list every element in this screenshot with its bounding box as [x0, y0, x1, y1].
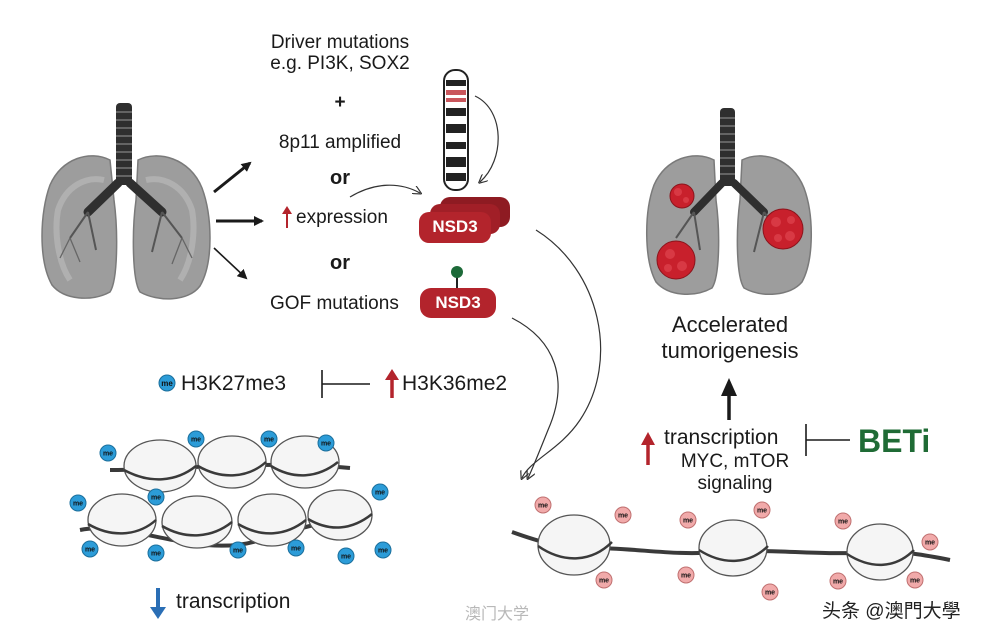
beti-inhibition-symbol: [805, 424, 850, 456]
arrow-stack-to-chromatin: [522, 229, 602, 478]
or-label-1: or: [330, 167, 350, 189]
chromosome-icon: [443, 69, 469, 191]
svg-text:me: me: [757, 508, 767, 515]
svg-text:me: me: [103, 451, 113, 458]
svg-text:me: me: [833, 579, 843, 586]
svg-text:me: me: [291, 546, 301, 553]
me-blue-tags: me me me me me me me me me me me me me: [69, 430, 392, 565]
amplified-label: 8p11 amplified: [278, 132, 402, 153]
transcription-up-label: transcription: [664, 426, 779, 449]
signaling-label: signaling: [697, 473, 773, 494]
beti-label: BETi: [858, 423, 931, 459]
down-arrow-transcription-icon: [150, 588, 166, 619]
h3k27me3-label: H3K27me3: [181, 372, 287, 395]
svg-text:me: me: [233, 548, 243, 555]
plus-label: +: [334, 92, 346, 113]
driver-mutations-label: Driver mutations: [270, 32, 410, 53]
up-arrow-h3k36me2-icon: [385, 369, 399, 398]
inhibition-symbol: [321, 370, 370, 398]
svg-text:me: me: [683, 518, 693, 525]
svg-text:me: me: [151, 495, 161, 502]
svg-text:me: me: [681, 573, 691, 580]
svg-text:me: me: [161, 379, 173, 388]
svg-text:me: me: [925, 540, 935, 547]
up-arrow-tumorigenesis-icon: [721, 378, 737, 420]
gof-mutations-label: GOF mutations: [270, 293, 399, 314]
nsd3-gof-label: NSD3: [435, 293, 481, 312]
svg-text:me: me: [599, 578, 609, 585]
svg-text:me: me: [191, 437, 201, 444]
svg-text:me: me: [910, 578, 920, 585]
watermark-right: 头条 @澳門大學: [822, 601, 961, 622]
open-chromatin-illustration: me me me me me me me me me me me: [511, 496, 951, 601]
arrow-gof-to-chromatin: [511, 317, 559, 478]
compact-chromatin-illustration: me me me me me me me me me me me me me: [69, 430, 392, 565]
up-arrow-transcription-icon: [641, 432, 655, 465]
me-pink-tags: me me me me me me me me me me me: [534, 496, 939, 601]
transcription-down-label: transcription: [176, 590, 291, 613]
myc-mtor-label: MYC, mTOR: [680, 451, 790, 472]
driver-examples-label: e.g. PI3K, SOX2: [270, 53, 410, 74]
svg-text:me: me: [765, 590, 775, 597]
nsd3-stack-icon: [419, 197, 510, 243]
svg-text:me: me: [321, 441, 331, 448]
expression-label: expression: [296, 207, 388, 228]
svg-text:me: me: [341, 554, 351, 561]
svg-text:me: me: [85, 547, 95, 554]
svg-text:me: me: [838, 519, 848, 526]
arrow-to-amplified: [213, 161, 252, 194]
tumor-lungs-illustration: [645, 108, 812, 295]
nsd3-stack-label: NSD3: [432, 217, 478, 236]
h3k36me2-label: H3K36me2: [402, 372, 508, 395]
arrow-chromosome-to-nsd3: [474, 95, 499, 182]
svg-text:me: me: [538, 503, 548, 510]
svg-text:me: me: [375, 490, 385, 497]
arrow-to-gof: [213, 247, 248, 280]
arrow-expression-to-nsd3: [349, 184, 420, 198]
me-blue-legend-icon: me: [158, 374, 176, 392]
svg-text:me: me: [73, 501, 83, 508]
healthy-lungs-illustration: [41, 103, 211, 300]
svg-text:me: me: [378, 548, 388, 555]
watermark-left: 澳门大学: [465, 606, 530, 623]
accelerated-label: Accelerated: [671, 312, 789, 337]
tumorigenesis-label: tumorigenesis: [661, 338, 799, 363]
svg-text:me: me: [151, 551, 161, 558]
svg-text:me: me: [618, 513, 628, 520]
nsd3-gof-icon: [420, 266, 496, 318]
or-label-2: or: [330, 252, 350, 274]
up-arrow-expression-icon: [282, 206, 292, 228]
svg-text:me: me: [264, 437, 274, 444]
